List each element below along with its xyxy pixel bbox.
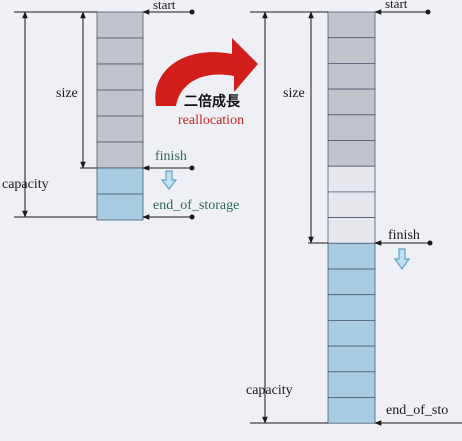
new-finish-label: finish bbox=[388, 228, 420, 243]
old-vector-used-cell bbox=[96, 11, 144, 39]
pointer-dot-icon bbox=[189, 9, 195, 15]
new-vector-used-cell bbox=[327, 191, 376, 218]
new-vector-block: start size capacity finish end_of_sto bbox=[246, 0, 462, 426]
pointer-dot-icon bbox=[189, 214, 195, 220]
old-vector-used-cell bbox=[96, 115, 144, 143]
new-vector-cells bbox=[327, 11, 376, 424]
old-vector-used-cell bbox=[96, 63, 144, 91]
old-vector-used-cell bbox=[96, 141, 144, 169]
down-arrow-icon bbox=[160, 170, 178, 190]
new-capacity-label: capacity bbox=[246, 383, 293, 398]
pointer-dot-icon bbox=[189, 165, 195, 171]
new-vector-free-cell bbox=[327, 345, 376, 373]
old-start-label: start bbox=[153, 0, 176, 12]
new-vector-used-cell bbox=[327, 11, 376, 39]
new-vector-free-cell bbox=[327, 397, 376, 424]
new-end-of-storage-label: end_of_sto bbox=[386, 403, 448, 418]
new-vector-free-cell bbox=[327, 268, 376, 296]
new-vector-free-cell bbox=[327, 319, 376, 347]
old-finish-label: finish bbox=[155, 149, 187, 164]
old-vector-used-cell bbox=[96, 37, 144, 65]
new-vector-used-cell bbox=[327, 217, 376, 244]
new-vector-free-cell bbox=[327, 371, 376, 398]
old-vector-used-cell bbox=[96, 89, 144, 117]
new-vector-used-cell bbox=[327, 88, 376, 116]
new-vector-used-cell bbox=[327, 37, 376, 64]
pointer-dot-icon bbox=[425, 9, 431, 15]
old-vector-free-cell bbox=[96, 167, 144, 195]
new-vector-used-cell bbox=[327, 140, 376, 167]
new-vector-used-cell bbox=[327, 63, 376, 90]
new-vector-used-cell bbox=[327, 165, 376, 193]
down-arrow-icon bbox=[393, 248, 411, 271]
pointer-dot-icon bbox=[427, 240, 433, 246]
old-size-label: size bbox=[56, 86, 78, 101]
growth-title-label: 二倍成長 bbox=[184, 93, 241, 110]
new-start-label: start bbox=[385, 0, 408, 11]
old-vector-cells bbox=[96, 11, 144, 221]
old-vector-free-cell bbox=[96, 193, 144, 221]
curved-red-arrow-icon bbox=[155, 38, 258, 106]
new-vector-free-cell bbox=[327, 294, 376, 321]
old-capacity-label: capacity bbox=[2, 177, 49, 192]
reallocation-label: reallocation bbox=[178, 113, 244, 128]
new-vector-used-cell bbox=[327, 114, 376, 141]
old-vector-block: start size capacity finish end_of_storag… bbox=[2, 0, 239, 221]
new-size-label: size bbox=[283, 86, 305, 101]
old-end-of-storage-label: end_of_storage bbox=[153, 198, 239, 213]
new-vector-free-cell bbox=[327, 242, 376, 270]
